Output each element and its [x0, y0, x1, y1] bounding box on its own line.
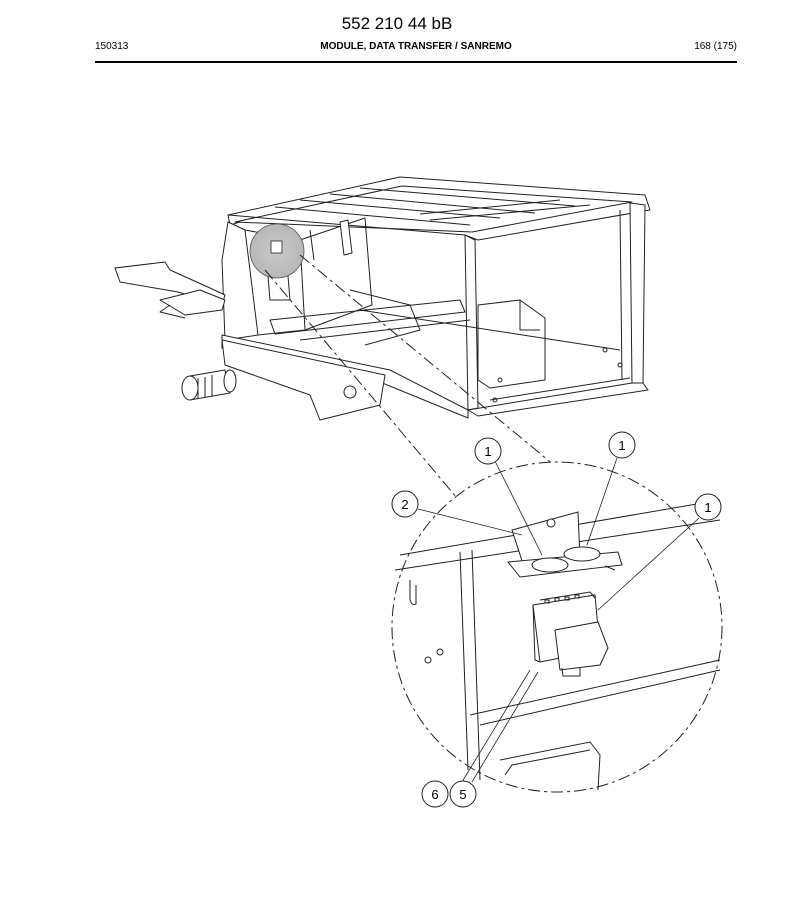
svg-text:6: 6	[431, 787, 438, 802]
chassis-frame	[114, 176, 651, 421]
callout-6: 6	[421, 780, 449, 808]
callout-1a: 1	[474, 437, 502, 465]
svg-text:5: 5	[459, 787, 466, 802]
page-title: MODULE, DATA TRANSFER / SANREMO	[320, 41, 512, 52]
callout-1b: 1	[608, 431, 636, 459]
date-code: 150313	[95, 41, 129, 52]
callout-1c: 1	[694, 493, 722, 521]
module-location-marker	[270, 240, 283, 254]
page-number: 168 (175)	[694, 41, 737, 52]
detail-view	[391, 461, 723, 793]
page-header: 150313 MODULE, DATA TRANSFER / SANREMO 1…	[95, 41, 737, 55]
header-divider	[95, 61, 737, 63]
document-number: 552 210 44 bB	[341, 14, 453, 33]
svg-text:1: 1	[484, 444, 491, 459]
detail-leader-lines	[264, 254, 561, 499]
callout-5: 5	[449, 780, 477, 808]
callout-2: 2	[391, 490, 419, 518]
svg-text:1: 1	[704, 500, 711, 515]
svg-text:2: 2	[401, 497, 408, 512]
svg-text:1: 1	[618, 438, 625, 453]
callout-leaders	[417, 457, 700, 783]
